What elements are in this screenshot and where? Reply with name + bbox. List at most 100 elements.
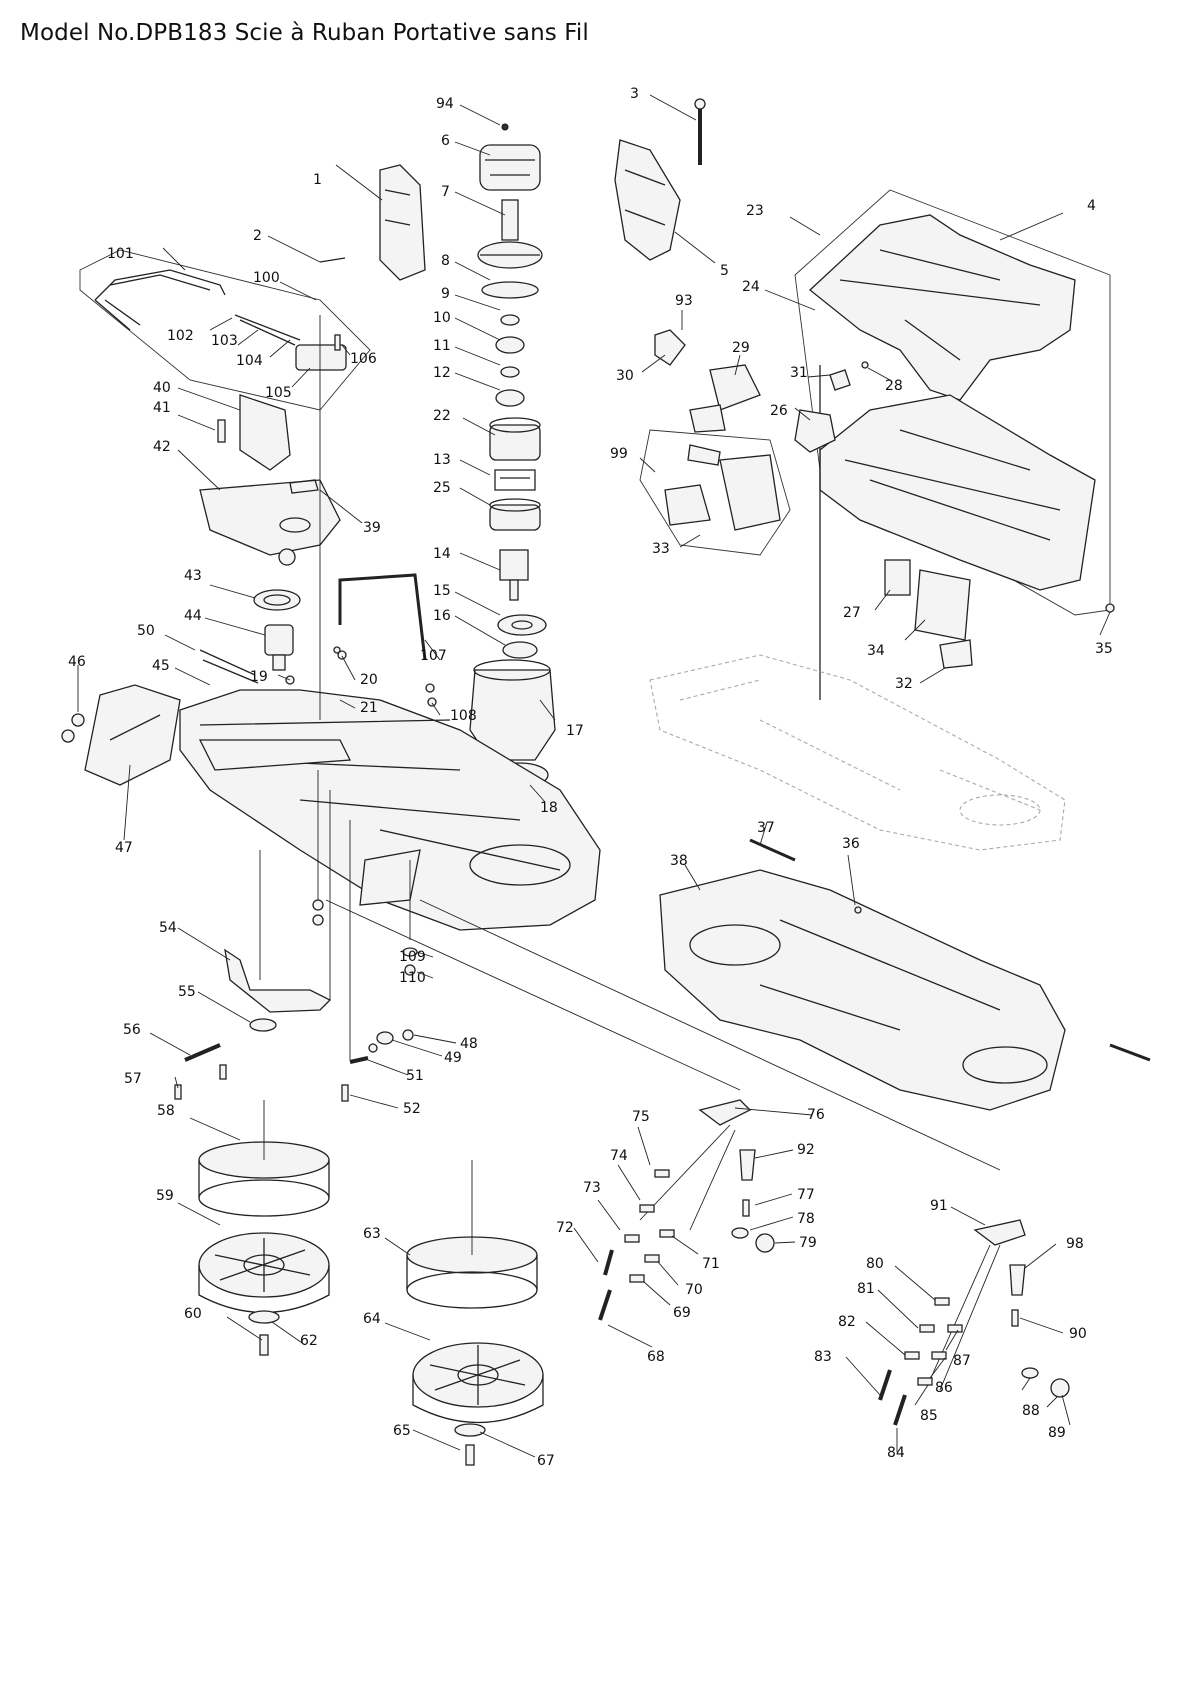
part-label: 43 [184, 568, 202, 584]
part-drawings [61, 98, 1151, 1466]
part-label: 58 [157, 1103, 175, 1119]
part-label: 59 [156, 1188, 174, 1204]
part-label: 15 [433, 583, 451, 599]
part-label: 23 [746, 203, 764, 219]
part-label: 52 [403, 1101, 421, 1117]
part-label: 55 [178, 984, 196, 1000]
part-label: 11 [433, 338, 451, 354]
part-label: 27 [843, 605, 861, 621]
part-label: 88 [1022, 1403, 1040, 1419]
part-label: 65 [393, 1423, 411, 1439]
part-label: 63 [363, 1226, 381, 1242]
part-label: 110 [399, 970, 426, 986]
part-label: 92 [797, 1142, 815, 1158]
part-label: 72 [556, 1220, 574, 1236]
part-label: 12 [433, 365, 451, 381]
part-label: 38 [670, 853, 688, 869]
part-label: 10 [433, 310, 451, 326]
part-label: 99 [610, 446, 628, 462]
part-label: 21 [360, 700, 378, 716]
part-label: 107 [420, 648, 447, 664]
part-label: 69 [673, 1305, 691, 1321]
part-label: 105 [265, 385, 292, 401]
part-label: 22 [433, 408, 451, 424]
part-label: 56 [123, 1022, 141, 1038]
part-label: 20 [360, 672, 378, 688]
part-label: 5 [720, 263, 729, 279]
part-label: 28 [885, 378, 903, 394]
part-label: 68 [647, 1349, 665, 1365]
part-label: 50 [137, 623, 155, 639]
part-label: 106 [350, 351, 377, 367]
part-label: 24 [742, 279, 760, 295]
part-label: 79 [799, 1235, 817, 1251]
part-label: 78 [797, 1211, 815, 1227]
part-label: 41 [153, 400, 171, 416]
part-label: 109 [399, 949, 426, 965]
part-label: 34 [867, 643, 885, 659]
part-label: 57 [124, 1071, 142, 1087]
part-label: 75 [632, 1109, 650, 1125]
part-label: 67 [537, 1453, 555, 1469]
part-label: 45 [152, 658, 170, 674]
part-label: 29 [732, 340, 750, 356]
part-label: 40 [153, 380, 171, 396]
page-title: Model No.DPB183 Scie à Ruban Portative s… [20, 20, 589, 46]
part-label: 101 [107, 246, 134, 262]
part-label: 104 [236, 353, 263, 369]
part-label: 16 [433, 608, 451, 624]
part-label: 32 [895, 676, 913, 692]
part-label: 89 [1048, 1425, 1066, 1441]
part-label: 13 [433, 452, 451, 468]
part-label: 64 [363, 1311, 381, 1327]
part-label: 6 [441, 133, 450, 149]
part-label: 4 [1087, 198, 1096, 214]
part-label: 85 [920, 1408, 938, 1424]
part-label: 26 [770, 403, 788, 419]
part-label: 87 [953, 1353, 971, 1369]
part-label: 103 [211, 333, 238, 349]
part-label: 3 [630, 86, 639, 102]
part-label: 77 [797, 1187, 815, 1203]
part-label: 49 [444, 1050, 462, 1066]
part-label: 71 [702, 1256, 720, 1272]
part-label: 30 [616, 368, 634, 384]
part-label: 51 [406, 1068, 424, 1084]
part-label: 47 [115, 840, 133, 856]
part-label: 17 [566, 723, 584, 739]
part-label: 44 [184, 608, 202, 624]
part-label: 108 [450, 708, 477, 724]
part-label: 83 [814, 1349, 832, 1365]
part-label: 54 [159, 920, 177, 936]
part-label: 9 [441, 286, 450, 302]
part-label: 48 [460, 1036, 478, 1052]
part-label: 2 [253, 228, 262, 244]
part-label: 19 [250, 669, 268, 685]
part-label: 62 [300, 1333, 318, 1349]
part-label: 42 [153, 439, 171, 455]
part-label: 37 [757, 820, 775, 836]
part-label: 70 [685, 1282, 703, 1298]
part-label: 86 [935, 1380, 953, 1396]
part-label: 46 [68, 654, 86, 670]
part-label: 84 [887, 1445, 905, 1461]
part-label: 91 [930, 1198, 948, 1214]
part-label: 35 [1095, 641, 1113, 657]
part-label: 98 [1066, 1236, 1084, 1252]
part-label: 90 [1069, 1326, 1087, 1342]
part-label: 1 [313, 172, 322, 188]
part-label: 18 [540, 800, 558, 816]
part-label: 93 [675, 293, 693, 309]
part-label: 82 [838, 1314, 856, 1330]
part-label: 81 [857, 1281, 875, 1297]
label-leaders [77, 94, 1111, 1458]
part-label: 25 [433, 480, 451, 496]
part-label: 74 [610, 1148, 628, 1164]
part-label: 100 [253, 270, 280, 286]
part-label: 76 [807, 1107, 825, 1123]
part-labels: 1 2 3 4 5 6 7 8 9 10 11 12 13 14 15 16 1… [68, 86, 1113, 1469]
part-label: 39 [363, 520, 381, 536]
part-label: 94 [436, 96, 454, 112]
part-label: 60 [184, 1306, 202, 1322]
